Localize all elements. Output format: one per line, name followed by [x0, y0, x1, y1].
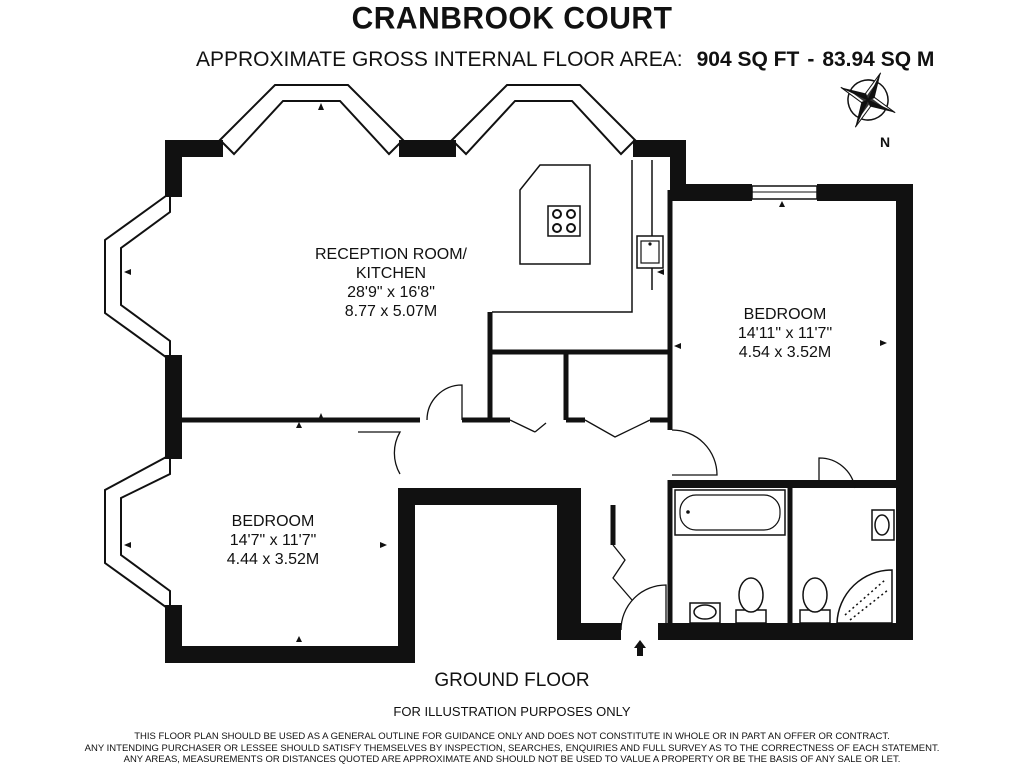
compass-icon	[840, 72, 896, 128]
floor-area-line: APPROXIMATE GROSS INTERNAL FLOOR AREA: 90…	[196, 48, 934, 72]
room-name: BEDROOM	[743, 306, 827, 323]
bay-window-top-left	[218, 84, 405, 156]
door-left-bedroom	[358, 431, 402, 475]
room-name: KITCHEN	[355, 265, 427, 282]
room-dimensions-imperial: 14'7" x 11'7"	[229, 532, 317, 549]
disclaimer-line: ANY INTENDING PURCHASER OR LESSEE SHOULD…	[84, 742, 940, 754]
kitchen-sink-icon	[636, 235, 664, 269]
door-swings	[358, 384, 856, 631]
room-dimensions-metric: 4.54 x 3.52M	[738, 344, 832, 361]
floor-area-separator: -	[807, 48, 815, 71]
toilet-icon	[735, 577, 767, 624]
door-entrance	[620, 584, 667, 631]
bedroom-window	[751, 185, 818, 200]
bathroom-fixtures	[689, 577, 767, 624]
room-label-bedroom-right: BEDROOM 14'11" x 11'7" 4.54 x 3.52M	[710, 305, 860, 362]
floor-area-label: APPROXIMATE GROSS INTERNAL FLOOR AREA:	[196, 48, 683, 71]
ensuite-toilet-icon	[799, 577, 831, 624]
room-name: BEDROOM	[231, 513, 315, 530]
dimension-markers	[124, 103, 887, 656]
shower-icon	[836, 569, 893, 624]
floor-area-sqft: 904 SQ FT	[696, 48, 800, 71]
exterior-walls	[165, 140, 913, 663]
disclaimer-line: ANY AREAS, MEASUREMENTS OR DISTANCES QUO…	[123, 754, 901, 765]
bay-windows	[104, 84, 637, 612]
room-dimensions-metric: 8.77 x 5.07M	[344, 303, 438, 320]
plan-title: CRANBROOK COURT	[351, 1, 673, 36]
door-reception	[426, 384, 463, 421]
room-label-reception: RECEPTION ROOM/ KITCHEN 28'9" x 16'8" 8.…	[300, 245, 482, 321]
ensuite-basin-icon	[871, 509, 895, 541]
door-ensuite	[818, 457, 856, 489]
compass-north-label: N	[880, 134, 891, 150]
floor-area-sqm: 83.94 SQ M	[822, 48, 935, 71]
disclaimer-line: THIS FLOOR PLAN SHOULD BE USED AS A GENE…	[134, 731, 890, 742]
bay-window-left-lower	[104, 453, 171, 612]
room-dimensions-metric: 4.44 x 3.52M	[226, 551, 320, 568]
door-cupboard-2	[584, 419, 651, 438]
hob-icon	[547, 205, 581, 237]
bay-window-top-right	[450, 84, 637, 156]
ensuite-fixtures	[799, 509, 895, 624]
disclaimer: THIS FLOOR PLAN SHOULD BE USED AS A GENE…	[0, 731, 1024, 766]
bay-window-left-upper	[104, 191, 171, 362]
room-dimensions-imperial: 28'9" x 16'8"	[347, 284, 435, 301]
kitchen-island	[519, 164, 591, 265]
basin-icon	[689, 602, 721, 624]
door-right-bedroom	[671, 429, 718, 476]
room-name: RECEPTION ROOM/	[314, 246, 467, 263]
door-cupboard-1	[509, 419, 547, 433]
floor-name: GROUND FLOOR	[434, 670, 590, 691]
interior-walls	[170, 190, 793, 640]
room-dimensions-imperial: 14'11" x 11'7"	[737, 325, 833, 342]
illustration-note: FOR ILLUSTRATION PURPOSES ONLY	[393, 704, 631, 719]
door-hall-cupboard	[612, 544, 633, 601]
bath-icon	[674, 489, 786, 536]
room-label-bedroom-left: BEDROOM 14'7" x 11'7" 4.44 x 3.52M	[205, 512, 341, 569]
